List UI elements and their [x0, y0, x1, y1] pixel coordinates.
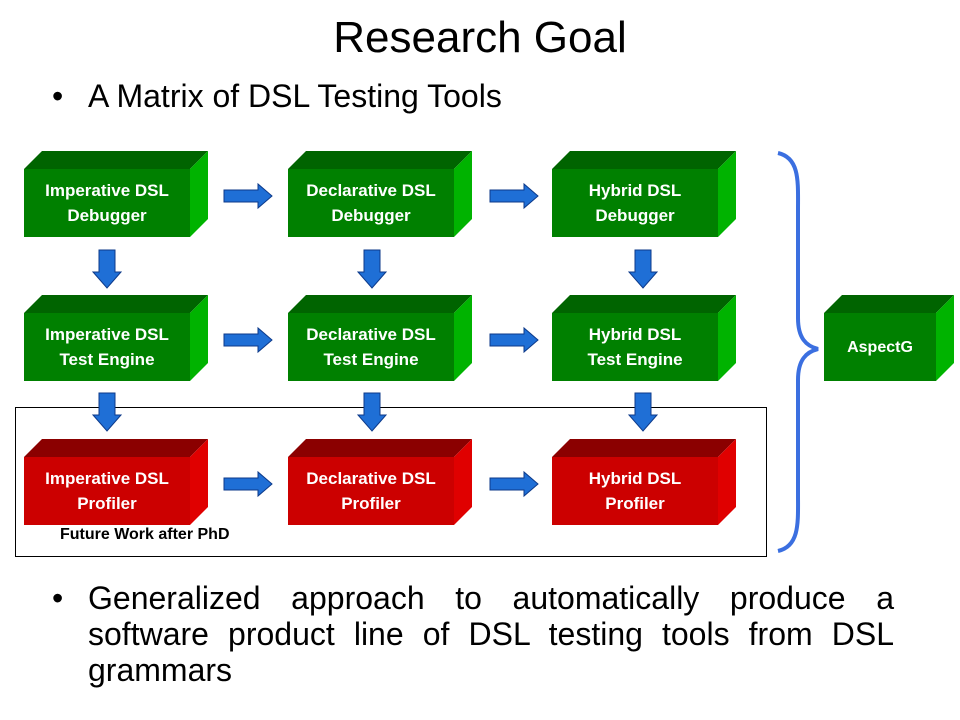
box-side-face [718, 295, 736, 381]
box-side-face [190, 439, 208, 525]
arrow-down [91, 249, 123, 289]
box-shape-hybrid-dsl-debugger [552, 151, 736, 237]
box-declarative-dsl-debugger: Declarative DSL Debugger [306, 181, 436, 225]
bullet-matrix: • A Matrix of DSL Testing Tools [52, 78, 502, 114]
box-imperative-dsl-debugger: Imperative DSL Debugger [45, 181, 169, 225]
box-shapes [24, 151, 954, 525]
box-shape-declarative-dsl-debugger [288, 151, 472, 237]
arrow-down [356, 392, 388, 432]
box-top-face [552, 151, 736, 169]
box-side-face [454, 439, 472, 525]
box-front-face [552, 169, 718, 237]
box-shape-hybrid-dsl-test-engine [552, 295, 736, 381]
box-side-face [454, 295, 472, 381]
box-top-face [24, 295, 208, 313]
box-front-face [552, 313, 718, 381]
box-hybrid-dsl-profiler: Hybrid DSL Profiler [588, 469, 682, 513]
box-top-face [24, 151, 208, 169]
box-side-face [190, 295, 208, 381]
box-side-face [718, 151, 736, 237]
box-side-face [718, 439, 736, 525]
arrow-right [223, 182, 273, 210]
arrow-right [223, 470, 273, 498]
arrow-down [356, 249, 388, 289]
box-front-face [24, 457, 190, 525]
box-top-face [552, 439, 736, 457]
box-shape-aspectg [824, 295, 954, 381]
box-hybrid-dsl-debugger: Hybrid DSL Debugger [588, 181, 682, 225]
box-front-face [288, 169, 454, 237]
box-shape-declarative-dsl-test-engine [288, 295, 472, 381]
arrow-right [489, 470, 539, 498]
box-declarative-dsl-profiler: Declarative DSL Profiler [306, 469, 436, 513]
box-top-face [552, 295, 736, 313]
box-front-face [288, 457, 454, 525]
future-work-frame [15, 407, 767, 557]
box-imperative-dsl-test-engine: Imperative DSL Test Engine [45, 325, 169, 369]
box-front-face [24, 313, 190, 381]
bullet-dot: • [52, 580, 64, 616]
box-side-face [190, 151, 208, 237]
slide-title: Research Goal [333, 13, 627, 62]
box-shape-imperative-dsl-test-engine [24, 295, 208, 381]
box-top-face [288, 295, 472, 313]
box-front-face [24, 169, 190, 237]
box-side-face [936, 295, 954, 381]
curly-brace [777, 151, 819, 553]
arrow-right [223, 326, 273, 354]
box-top-face [288, 439, 472, 457]
box-front-face [288, 313, 454, 381]
box-shape-imperative-dsl-profiler [24, 439, 208, 525]
bullet-text: Generalized approach to automatically pr… [88, 580, 894, 688]
future-work-label: Future Work after PhD [60, 526, 230, 543]
bullet-text: A Matrix of DSL Testing Tools [88, 78, 502, 114]
box-aspectg: AspectG [847, 338, 913, 356]
box-shape-hybrid-dsl-profiler [552, 439, 736, 525]
box-declarative-dsl-test-engine: Declarative DSL Test Engine [306, 325, 436, 369]
arrow-down [91, 392, 123, 432]
box-imperative-dsl-profiler: Imperative DSL Profiler [45, 469, 169, 513]
box-top-face [824, 295, 954, 313]
bullet-generalized-approach: • Generalized approach to automatically … [52, 580, 894, 688]
box-shape-imperative-dsl-debugger [24, 151, 208, 237]
box-front-face [824, 313, 936, 381]
arrow-down [627, 392, 659, 432]
box-top-face [24, 439, 208, 457]
box-shape-declarative-dsl-profiler [288, 439, 472, 525]
box-side-face [454, 151, 472, 237]
box-front-face [552, 457, 718, 525]
arrows [91, 182, 659, 498]
box-hybrid-dsl-test-engine: Hybrid DSL Test Engine [587, 325, 683, 369]
arrow-down [627, 249, 659, 289]
arrow-right [489, 182, 539, 210]
bullet-dot: • [52, 78, 64, 114]
box-top-face [288, 151, 472, 169]
arrow-right [489, 326, 539, 354]
